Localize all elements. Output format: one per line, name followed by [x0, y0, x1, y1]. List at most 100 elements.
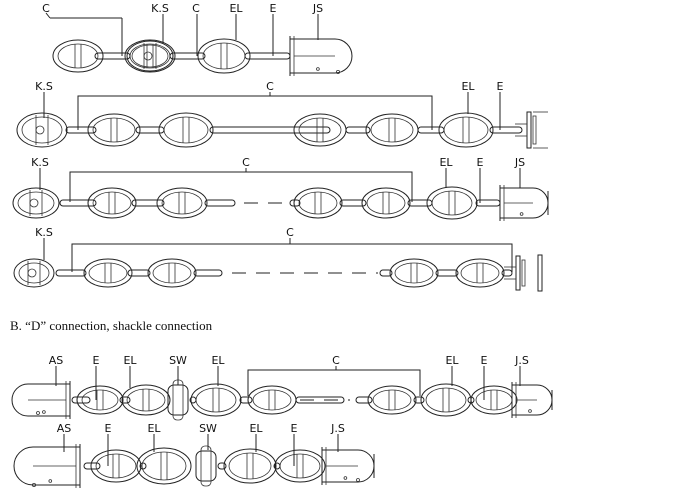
chain-link-inner — [141, 451, 187, 481]
label-row6-e2: E — [291, 422, 298, 435]
chain-link-side — [169, 52, 206, 60]
chain-link-side — [345, 126, 371, 134]
shackle-hole — [356, 478, 360, 482]
shackle-hole — [32, 482, 37, 487]
chain-link-side — [244, 52, 291, 60]
chain-link-side — [59, 199, 97, 207]
label-row5-e1: E — [93, 354, 100, 367]
chain-link-side — [204, 199, 236, 207]
chain-link-side — [407, 199, 433, 207]
label-row3-el: EL — [439, 156, 453, 169]
chain-link-side — [501, 269, 513, 277]
chain-link-side — [94, 52, 131, 60]
label-row5-js: J.S — [514, 354, 529, 367]
chain-link — [389, 258, 439, 288]
label-row1-c1: C — [42, 2, 50, 15]
chain-link-inner — [57, 43, 99, 69]
chain-link-side — [379, 269, 393, 277]
kenter-shackle — [12, 187, 60, 219]
chain-link-side — [55, 269, 87, 277]
end-plate — [526, 111, 532, 149]
chain-link-inner — [228, 452, 272, 480]
label-row1-ks: K.S — [151, 2, 169, 15]
chain-link — [158, 112, 214, 148]
label-row6-el2: EL — [249, 422, 263, 435]
label-row2-c: C — [266, 80, 274, 93]
shackle-hole — [343, 476, 348, 480]
shackle-hole — [528, 409, 532, 413]
chain-link-inner — [92, 117, 136, 143]
chain-link-side — [193, 269, 223, 277]
chain-link — [87, 187, 137, 219]
shackle-hole — [519, 212, 524, 216]
kenter-shackle-inner — [21, 116, 63, 144]
label-row6-sw: SW — [199, 422, 217, 435]
chain-link-inner — [195, 387, 237, 413]
chain-link — [52, 39, 104, 73]
chain-link-inner — [372, 389, 412, 411]
chain-link — [293, 113, 347, 147]
label-row1-c2: C — [192, 2, 200, 15]
chain-link — [121, 384, 171, 416]
chain-link-inner — [163, 116, 209, 144]
shackle-body — [11, 383, 70, 417]
shackle-hole — [36, 411, 40, 415]
chain-link-inner — [443, 116, 489, 144]
chain-link-inner — [475, 389, 513, 411]
kenter-pin — [35, 125, 45, 135]
shackle-hole — [316, 67, 320, 71]
swivel — [195, 450, 217, 482]
label-row5-sw: SW — [169, 354, 187, 367]
label-row3-c: C — [242, 156, 250, 169]
label-row4-c: C — [286, 226, 294, 239]
chain-link-inner — [298, 117, 342, 143]
chain-link-inner — [252, 389, 292, 411]
label-row6-as: AS — [57, 422, 72, 435]
chain-link — [223, 448, 277, 484]
chain-link-side — [339, 199, 367, 207]
label-row6-el1: EL — [147, 422, 161, 435]
chain-link-inner — [366, 191, 406, 215]
chain-link-side — [209, 126, 331, 134]
chain-link-inner — [425, 387, 467, 413]
chain-link-side — [239, 396, 253, 404]
kenter-shackle-inner — [131, 44, 169, 68]
chain-link — [365, 113, 419, 147]
kenter-shackle-inner — [17, 191, 55, 215]
label-row1-e: E — [270, 2, 277, 15]
chain-link-side — [189, 396, 197, 404]
label-row5-e2: E — [481, 354, 488, 367]
chain-link-inner — [95, 453, 137, 479]
chain-link-side — [217, 462, 227, 470]
chain-link-side — [131, 199, 165, 207]
label-row3-js: JS — [514, 156, 525, 169]
chain-link-side — [467, 396, 475, 404]
kenter-shackle — [16, 112, 68, 148]
kenter-pin — [27, 268, 37, 278]
chain-link-inner — [81, 389, 119, 411]
chain-link-inner — [298, 191, 338, 215]
swivel — [167, 384, 189, 416]
span-bracket — [77, 95, 433, 130]
chain-link — [455, 258, 505, 288]
chain-link — [190, 383, 242, 417]
chain-link-side — [139, 462, 147, 470]
chain-link-inner — [152, 262, 192, 284]
label-row5-el1: EL — [123, 354, 137, 367]
end-plate — [521, 259, 526, 287]
label-row1-js: JS — [312, 2, 323, 15]
chain-link-inner — [431, 190, 473, 216]
swivel-core — [172, 379, 184, 421]
chain-link-side — [295, 396, 345, 404]
chain-link — [136, 447, 192, 485]
label-row5-el3: EL — [445, 354, 459, 367]
end-plate — [515, 255, 521, 291]
leader-line — [45, 12, 51, 19]
shackle-hole — [42, 410, 46, 414]
label-row5-c: C — [332, 354, 340, 367]
label-row3-e: E — [477, 156, 484, 169]
chain-link-inner — [460, 262, 500, 284]
chain-link-side — [417, 126, 445, 134]
chain-link-side — [413, 396, 425, 404]
kenter-shackle-inner — [18, 262, 50, 284]
